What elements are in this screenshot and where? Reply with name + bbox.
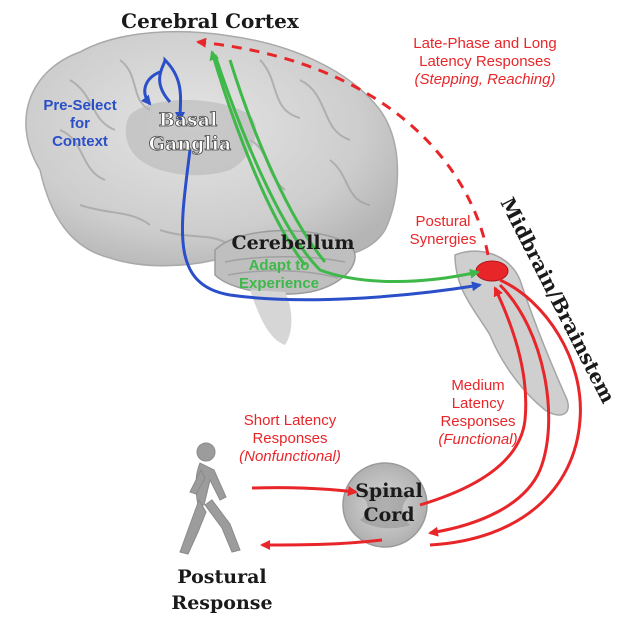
postural-synergies-marker bbox=[476, 261, 508, 281]
basal-ganglia-label-1: Basal bbox=[159, 109, 218, 131]
adapt-label-1: Adapt to bbox=[249, 257, 310, 274]
walking-person-icon bbox=[180, 443, 240, 554]
short-latency-afferent-path bbox=[252, 488, 356, 492]
short-latency-label-2: Responses bbox=[252, 430, 327, 447]
spinal-cord-label-1: Spinal bbox=[355, 480, 423, 502]
short-latency-label-1: Short Latency bbox=[244, 412, 337, 429]
adapt-label-2: Experience bbox=[239, 275, 319, 292]
pre-select-label-3: Context bbox=[52, 133, 108, 150]
spinal-cord-label-2: Cord bbox=[363, 504, 414, 526]
pre-select-label-1: Pre-Select bbox=[43, 97, 116, 114]
postural-response-label-2: Response bbox=[171, 592, 272, 614]
pre-select-label-2: for bbox=[70, 115, 90, 132]
short-latency-efferent-path bbox=[262, 540, 382, 545]
postural-synergies-label-1: Postural bbox=[415, 213, 470, 230]
postural-response-label-1: Postural bbox=[177, 566, 266, 588]
short-latency-label-3: (Nonfunctional) bbox=[239, 448, 341, 465]
medium-latency-label-3: Responses bbox=[440, 413, 515, 430]
medium-latency-label-4: (Functional) bbox=[438, 431, 517, 448]
postural-synergies-label-2: Synergies bbox=[410, 231, 477, 248]
medium-latency-label-2: Latency bbox=[452, 395, 505, 412]
cerebral-cortex-label: Cerebral Cortex bbox=[121, 9, 300, 33]
late-phase-label-1: Late-Phase and Long bbox=[413, 35, 556, 52]
late-phase-label-3: (Stepping, Reaching) bbox=[415, 71, 556, 88]
medium-latency-label-1: Medium bbox=[451, 377, 504, 394]
cerebellum-label: Cerebellum bbox=[231, 232, 354, 254]
basal-ganglia-label-2: Ganglia bbox=[149, 133, 231, 155]
late-phase-label-2: Latency Responses bbox=[419, 53, 551, 70]
